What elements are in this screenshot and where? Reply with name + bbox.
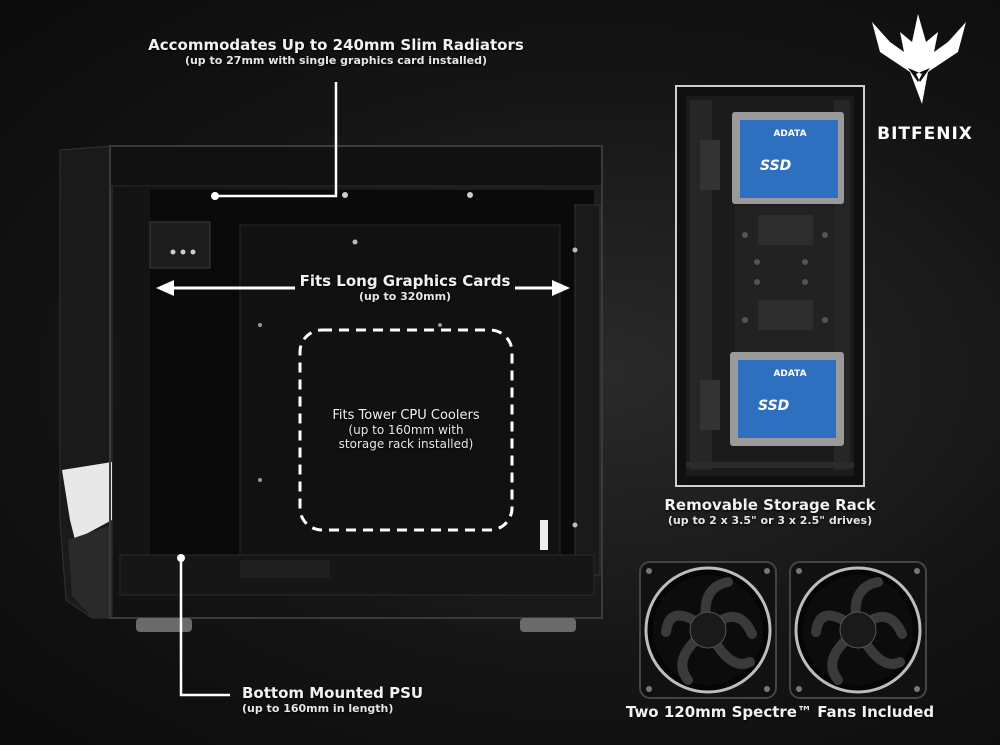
fan-right — [789, 561, 927, 699]
psu-leader-line — [179, 558, 230, 697]
cpu-callout-title: Fits Tower CPU Coolers — [332, 408, 480, 423]
fans-callout: Two 120mm Spectre™ Fans Included — [620, 703, 940, 721]
psu-callout-title: Bottom Mounted PSU — [242, 684, 424, 702]
cpu-cooler-zone — [298, 328, 514, 532]
radiator-leader-line — [215, 82, 338, 198]
cpu-callout: Fits Tower CPU Coolers (up to 160mm with… — [300, 408, 512, 451]
gpu-callout-title: Fits Long Graphics Cards — [299, 272, 511, 290]
pc-case — [59, 145, 603, 632]
psu-callout-sub: (up to 160mm in length) — [242, 702, 394, 715]
fan-left — [639, 561, 777, 699]
storage-rack-photo: ADATA SSD ADATA SSD — [675, 85, 865, 487]
phoenix-icon — [872, 14, 966, 104]
brand-logo-text: BITFENIX — [877, 124, 973, 144]
cpu-callout-sub-line1: (up to 160mm with — [348, 423, 464, 437]
fans-callout-title: Two 120mm Spectre™ Fans Included — [625, 703, 935, 721]
gpu-length-arrows — [156, 280, 570, 296]
svg-text:ADATA: ADATA — [773, 369, 806, 379]
storage-callout-sub: (up to 2 x 3.5" or 3 x 2.5" drives) — [667, 514, 873, 527]
radiator-callout-title: Accommodates Up to 240mm Slim Radiators — [148, 36, 524, 54]
cpu-callout-sub-line2: storage rack installed) — [338, 437, 474, 451]
svg-text:SSD: SSD — [758, 398, 789, 414]
gpu-callout: Fits Long Graphics Cards (up to 320mm) — [295, 272, 515, 303]
storage-callout-title: Removable Storage Rack — [664, 496, 876, 514]
front-panel-accent — [62, 462, 112, 540]
svg-text:SSD: SSD — [760, 158, 791, 174]
storage-callout: Removable Storage Rack (up to 2 x 3.5" o… — [650, 496, 890, 527]
svg-text:ADATA: ADATA — [773, 129, 806, 139]
radiator-callout: Accommodates Up to 240mm Slim Radiators … — [136, 36, 536, 67]
radiator-callout-sub: (up to 27mm with single graphics card in… — [184, 54, 488, 67]
gpu-callout-sub: (up to 320mm) — [358, 290, 452, 303]
psu-callout: Bottom Mounted PSU (up to 160mm in lengt… — [242, 684, 423, 715]
